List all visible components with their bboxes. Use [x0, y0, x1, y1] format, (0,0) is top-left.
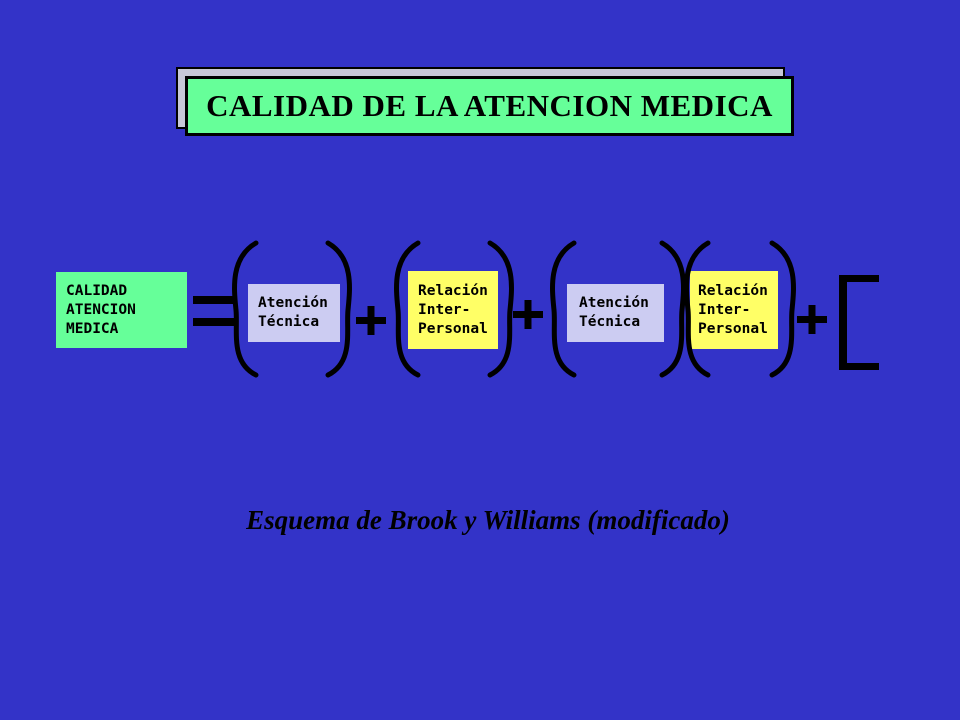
box-line: Relación	[698, 282, 768, 299]
left-bracket	[550, 240, 577, 378]
box-line: CALIDAD	[66, 282, 128, 299]
left-bracket	[394, 240, 421, 378]
box-line: Inter-	[418, 301, 471, 318]
box-line: Inter-	[698, 301, 751, 318]
relacion-interpersonal-box-2: Relación Inter- Personal	[690, 271, 778, 349]
plus-sign	[356, 306, 386, 335]
diagram-caption: Esquema de Brook y Williams (modificado)	[246, 505, 730, 535]
box-line: Atención	[258, 295, 328, 311]
right-bracket	[487, 240, 514, 378]
box-line: MEDICA	[66, 320, 119, 337]
box-line: Relación	[418, 282, 488, 299]
right-bracket	[659, 240, 686, 378]
left-bracket	[684, 240, 711, 378]
box-line: Técnica	[579, 314, 641, 330]
atencion-tecnica-box-2: Atención Técnica	[567, 284, 664, 342]
plus-sign	[513, 300, 543, 329]
right-bracket	[325, 240, 352, 378]
relacion-interpersonal-box-1: Relación Inter- Personal	[408, 271, 498, 349]
page-title: CALIDAD DE LA ATENCION MEDICA	[185, 76, 794, 136]
box-line: Personal	[698, 320, 768, 337]
box-line: Personal	[418, 320, 488, 337]
equals-sign	[193, 296, 235, 326]
box-line: Técnica	[258, 314, 320, 330]
atencion-tecnica-box-1: Atención Técnica	[248, 284, 340, 342]
box-line: Atención	[579, 295, 649, 311]
epsilon-error-symbol	[839, 275, 879, 370]
box-line: ATENCION	[66, 301, 136, 318]
left-bracket	[232, 240, 259, 378]
calidad-atencion-medica-box: CALIDAD ATENCION MEDICA	[56, 272, 187, 348]
right-bracket	[769, 240, 796, 378]
plus-sign	[797, 305, 827, 334]
